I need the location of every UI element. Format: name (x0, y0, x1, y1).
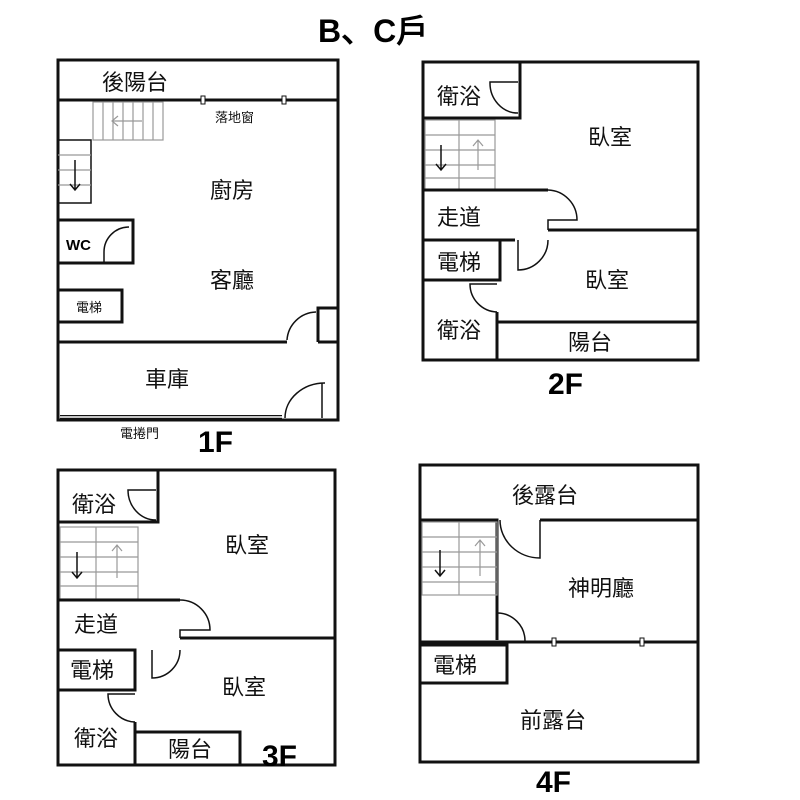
room-living: 客廳 (210, 269, 254, 294)
room-kitchen: 廚房 (210, 179, 254, 204)
floor-1f-plan: 後陽台 落地窗 廚房 WC 客廳 電梯 車庫 電捲門 1F (56, 58, 340, 459)
room-wc: WC (66, 237, 91, 254)
room-elevator: 電梯 (437, 251, 481, 276)
floor-label-3f: 3F (262, 740, 297, 773)
room-hall: 走道 (437, 206, 481, 231)
room-balcony: 陽台 (568, 331, 612, 356)
room-bath-1: 衛浴 (72, 493, 116, 518)
room-elevator: 電梯 (70, 659, 114, 684)
stairs-icon (421, 521, 498, 596)
room-shrine: 神明廳 (568, 577, 634, 602)
stairs-icon (57, 101, 164, 204)
label-window: 落地窗 (215, 110, 254, 126)
room-elevator: 電梯 (433, 654, 477, 679)
room-garage: 車庫 (145, 368, 189, 393)
label-roll-door: 電捲門 (120, 427, 159, 442)
room-bedroom-1: 臥室 (588, 126, 632, 151)
room-front-terrace: 前露台 (520, 709, 586, 734)
room-bedroom-2: 臥室 (222, 676, 266, 701)
floor-3f-plan: 衛浴 臥室 走道 電梯 臥室 衛浴 陽台 3F (56, 468, 337, 773)
room-bedroom-2: 臥室 (585, 269, 629, 294)
room-bedroom-1: 臥室 (225, 534, 269, 559)
room-bath-2: 衛浴 (437, 319, 481, 344)
room-hall: 走道 (74, 613, 118, 638)
floor-4f-plan: 後露台 神明廳 電梯 前露台 4F (418, 463, 700, 799)
room-back-balcony: 後陽台 (102, 71, 168, 96)
room-elevator: 電梯 (76, 301, 102, 316)
plan-title: B、C戶 (318, 13, 428, 49)
stairs-icon (424, 119, 496, 191)
room-bath-1: 衛浴 (437, 85, 481, 110)
room-balcony: 陽台 (168, 738, 212, 763)
room-bath-2: 衛浴 (74, 727, 118, 752)
room-back-terrace: 後露台 (512, 484, 578, 509)
floor-label-1f: 1F (198, 426, 233, 459)
floor-label-2f: 2F (548, 368, 583, 401)
stairs-icon (59, 526, 139, 600)
floor-label-4f: 4F (536, 766, 571, 799)
floor-2f-plan: 衛浴 臥室 走道 電梯 臥室 衛浴 陽台 2F (421, 60, 700, 401)
